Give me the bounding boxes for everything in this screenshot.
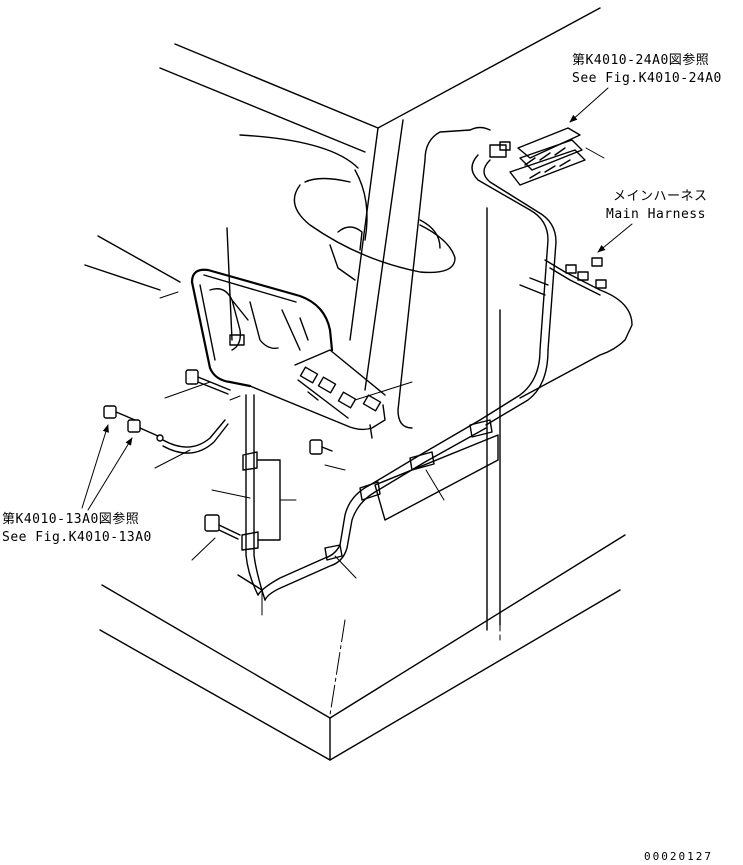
conduit xyxy=(229,394,297,601)
ref-top-jp: 第K4010-24A0図参照 xyxy=(572,52,709,68)
cab-structure xyxy=(84,7,626,761)
callout-top: 第K4010-24A0図参照 See Fig.K4010-24A0 xyxy=(569,52,722,123)
steering-wheel xyxy=(293,177,456,281)
bolt-d xyxy=(309,439,333,455)
bolt-e xyxy=(204,514,241,540)
harness-jp: メインハーネス xyxy=(613,189,708,204)
instrument-panel xyxy=(190,227,334,388)
ref-left-jp: 第K4010-13A0図参照 xyxy=(2,511,139,527)
fitting-c xyxy=(127,419,229,454)
bolt-b xyxy=(103,405,136,421)
callout-harness: メインハーネス Main Harness xyxy=(597,189,708,253)
callout-left: 第K4010-13A0図参照 See Fig.K4010-13A0 xyxy=(2,424,152,545)
drawing-code: 00020127 xyxy=(644,850,713,863)
ref-left-en: See Fig.K4010-13A0 xyxy=(2,530,152,545)
ref-top-en: See Fig.K4010-24A0 xyxy=(572,71,722,86)
switch-panel xyxy=(249,349,413,439)
main-harness xyxy=(257,154,633,601)
leader-lines xyxy=(154,291,445,616)
bolt-a xyxy=(185,369,231,395)
harness-en: Main Harness xyxy=(606,207,706,222)
fuse-box xyxy=(489,127,605,186)
